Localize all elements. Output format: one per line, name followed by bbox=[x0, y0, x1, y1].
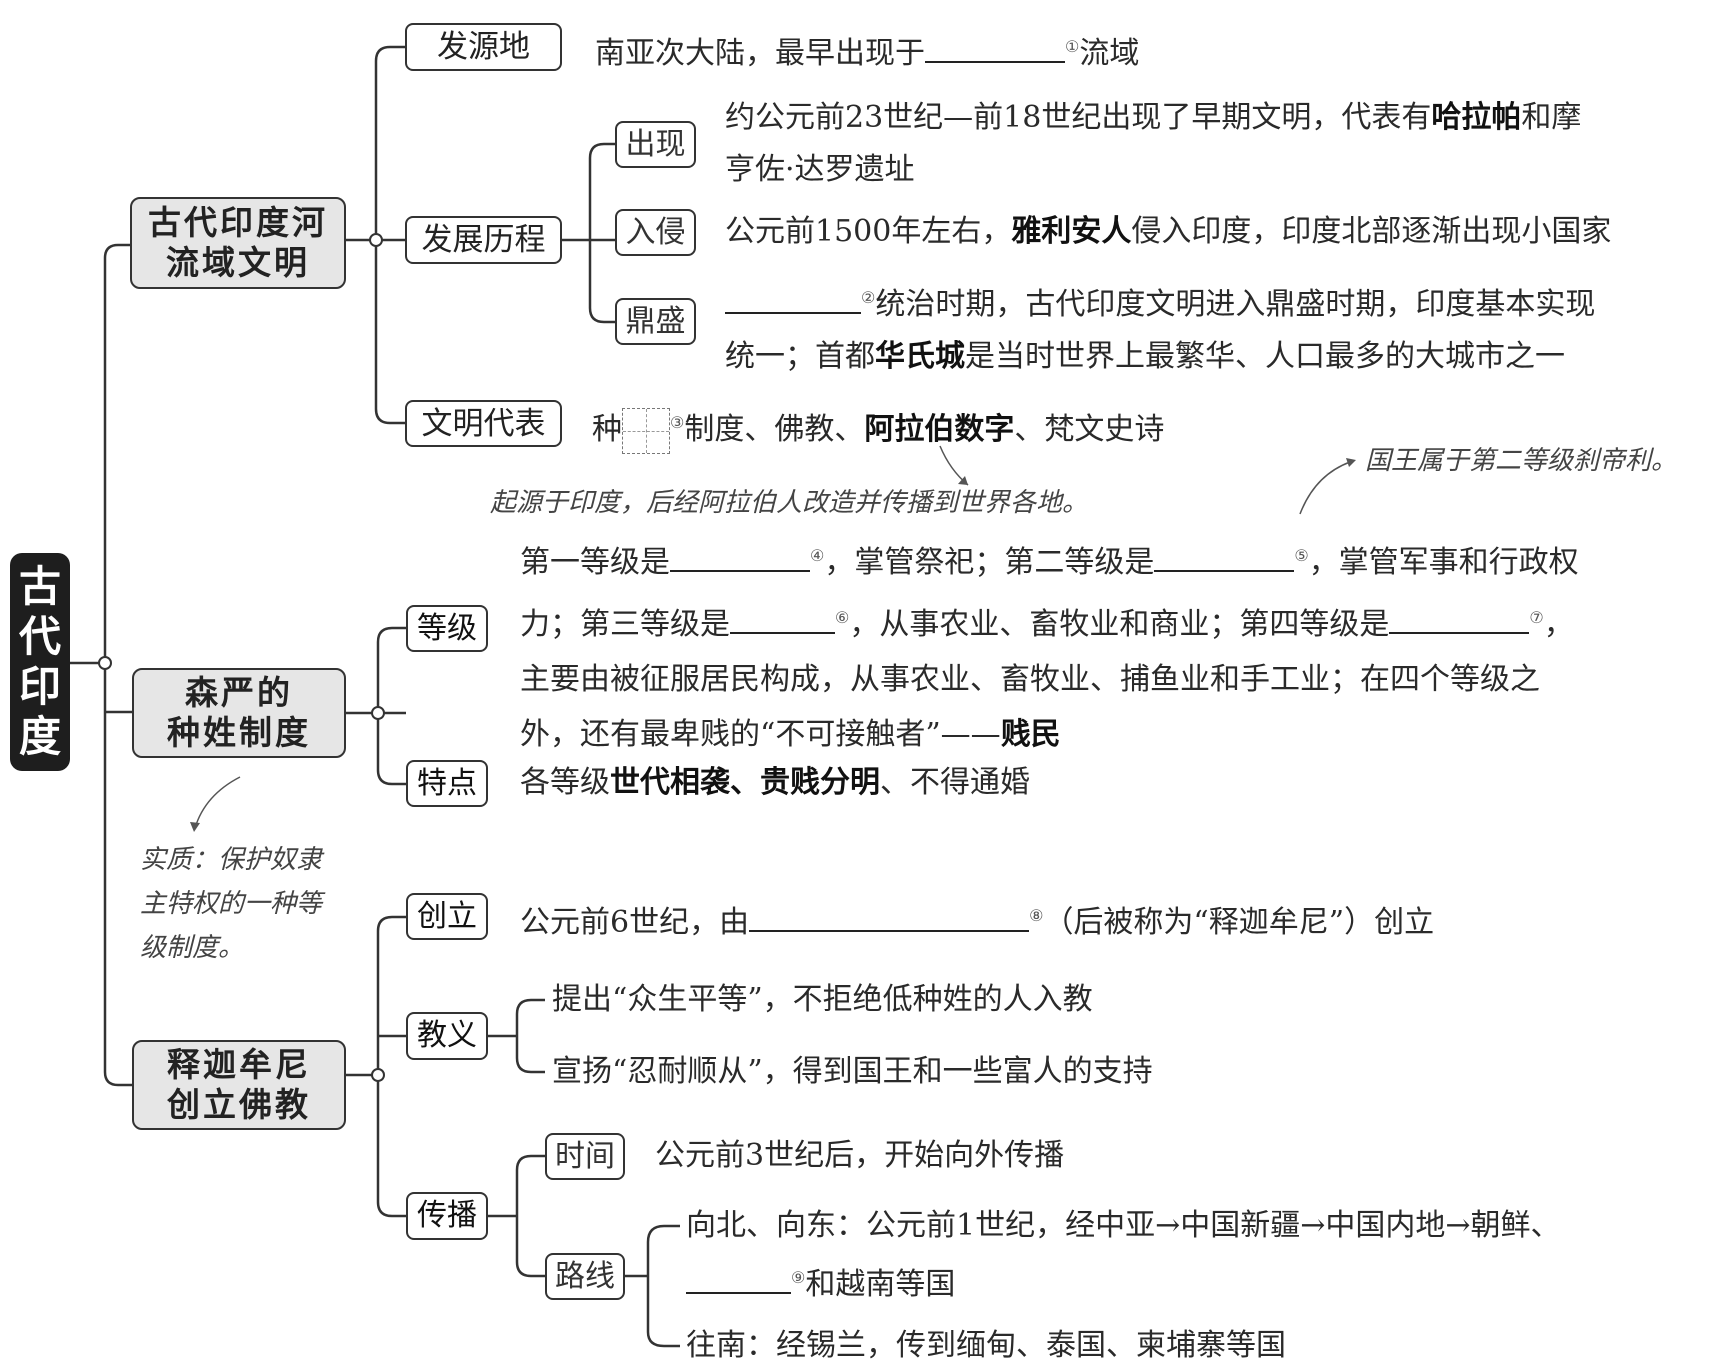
blank-8 bbox=[749, 906, 1030, 932]
root-char: 印 bbox=[18, 662, 61, 711]
node-doctrine: 教义 bbox=[406, 1012, 488, 1060]
blank-2 bbox=[725, 288, 861, 314]
node-title-line: 古代印度河 bbox=[148, 203, 328, 242]
node-representatives: 文明代表 bbox=[405, 400, 562, 447]
root-node-ancient-india: 古 代 印 度 bbox=[10, 553, 70, 771]
node-indus-civilization: 古代印度河 流域文明 bbox=[130, 197, 346, 289]
node-title-line: 种姓制度 bbox=[167, 713, 311, 752]
node-founding: 创立 bbox=[406, 893, 488, 940]
root-char: 代 bbox=[18, 612, 61, 661]
blank-1 bbox=[925, 37, 1065, 63]
node-buddhism: 释迦牟尼 创立佛教 bbox=[132, 1040, 346, 1130]
doctrine-item: 宣扬“忍耐顺从”，得到国王和一些富人的支持 bbox=[552, 1054, 1153, 1089]
node-invasion: 入侵 bbox=[615, 209, 696, 256]
blank-4 bbox=[670, 546, 810, 572]
node-title-line: 流域文明 bbox=[166, 243, 310, 282]
features-text: 各等级世代相袭、贵贱分明、不得通婚 bbox=[520, 765, 1030, 800]
node-title-line: 释迦牟尼 bbox=[167, 1045, 311, 1084]
node-caste-system: 森严的 种姓制度 bbox=[132, 668, 346, 758]
time-text: 公元前3世纪后，开始向外传播 bbox=[655, 1138, 1065, 1173]
blank-3-box bbox=[622, 408, 670, 454]
emergence-text: 约公元前23世纪—前18世纪出现了早期文明，代表有哈拉帕和摩 亨佐·达罗遗址 bbox=[725, 100, 1582, 187]
blank-6 bbox=[730, 608, 835, 634]
node-title-line: 森严的 bbox=[185, 673, 293, 712]
doctrine-item: 提出“众生平等”，不拒绝低种姓的人入教 bbox=[552, 982, 1093, 1017]
blank-7 bbox=[1389, 608, 1530, 634]
node-features: 特点 bbox=[406, 760, 488, 807]
route-north-text: 向北、向东：公元前1世纪，经中亚→中国新疆→中国内地→朝鲜、 ⑨和越南等国 bbox=[686, 1208, 1561, 1302]
node-peak: 鼎盛 bbox=[615, 298, 696, 345]
invasion-text: 公元前1500年左右，雅利安人侵入印度，印度北部逐渐出现小国家 bbox=[725, 214, 1612, 249]
node-spread: 传播 bbox=[406, 1192, 488, 1240]
node-ranks: 等级 bbox=[406, 605, 488, 652]
blank-9 bbox=[686, 1268, 791, 1294]
note-essence: 实质：保护奴隶 主特权的一种等 级制度。 bbox=[140, 845, 323, 963]
node-emergence: 出现 bbox=[615, 121, 696, 168]
route-south-text: 往南：经锡兰，传到缅甸、泰国、柬埔寨等国 bbox=[686, 1328, 1286, 1363]
root-char: 古 bbox=[18, 562, 61, 611]
node-origin: 发源地 bbox=[405, 23, 562, 71]
node-development: 发展历程 bbox=[405, 216, 562, 264]
node-title-line: 创立佛教 bbox=[167, 1085, 311, 1124]
root-char: 度 bbox=[18, 712, 61, 761]
blank-5 bbox=[1154, 546, 1295, 572]
note-arabic-numerals: 起源于印度，后经阿拉伯人改造并传播到世界各地。 bbox=[490, 488, 1089, 518]
node-route: 路线 bbox=[545, 1253, 625, 1300]
node-time: 时间 bbox=[545, 1133, 625, 1180]
peak-text: ②统治时期，古代印度文明进入鼎盛时期，印度基本实现 统一；首都华氏城是当时世界上… bbox=[725, 287, 1596, 374]
note-king: 国王属于第二等级刹帝利。 bbox=[1365, 446, 1678, 476]
